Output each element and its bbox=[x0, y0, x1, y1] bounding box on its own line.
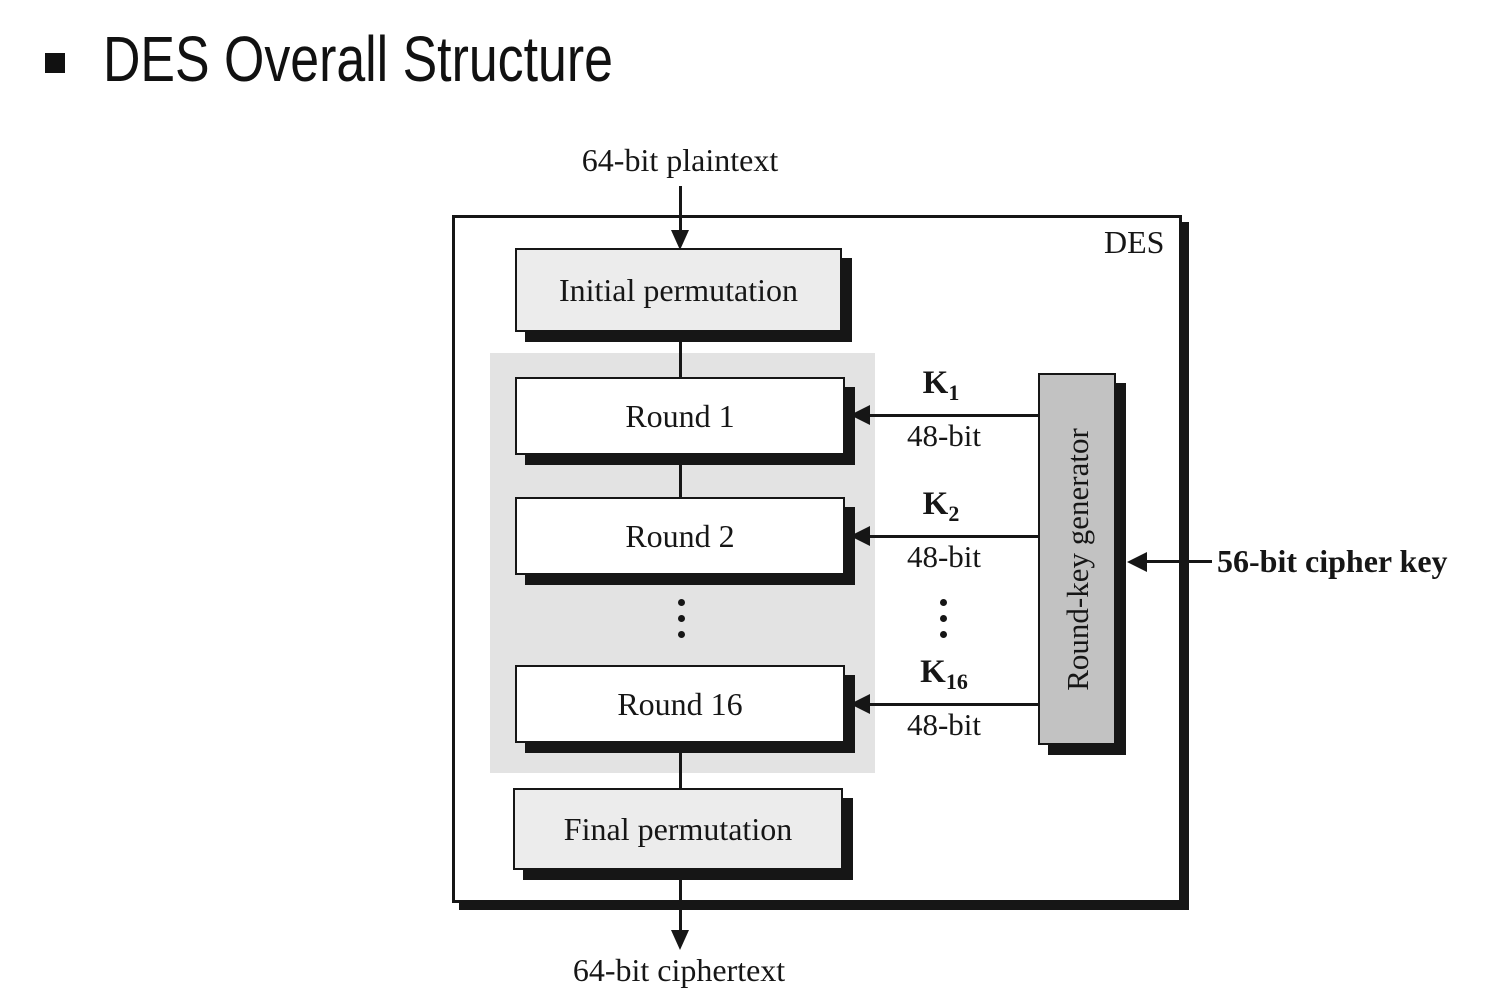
keys-ellipsis-icon bbox=[940, 599, 947, 638]
round-key-generator-label: Round-key generator bbox=[1059, 427, 1095, 691]
key-16-label: K16 bbox=[920, 654, 968, 694]
round-16-label: Round 16 bbox=[617, 686, 743, 722]
connector-round16-fp bbox=[679, 741, 682, 790]
key-1-size-label: 48-bit bbox=[906, 418, 982, 453]
plaintext-arrowhead-icon bbox=[671, 230, 689, 250]
page-title: DES Overall Structure bbox=[103, 23, 613, 95]
round-2-label: Round 2 bbox=[625, 518, 735, 554]
round-2-box: Round 2 bbox=[515, 497, 845, 575]
cipher-key-arrowhead-icon bbox=[1127, 552, 1147, 572]
des-box-label: DES bbox=[1104, 224, 1165, 260]
key-16-size-label: 48-bit bbox=[906, 707, 982, 742]
initial-permutation-label: Initial permutation bbox=[558, 272, 799, 308]
plaintext-label: 64-bit plaintext bbox=[581, 142, 779, 178]
initial-permutation-box: Initial permutation bbox=[515, 248, 842, 332]
round-1-box: Round 1 bbox=[515, 377, 845, 455]
key-2-size-label: 48-bit bbox=[906, 539, 982, 574]
ciphertext-arrowhead-icon bbox=[671, 930, 689, 950]
title-bullet-icon bbox=[45, 53, 65, 73]
rounds-ellipsis-icon bbox=[678, 599, 685, 638]
cipher-key-label: 56-bit cipher key bbox=[1217, 543, 1448, 579]
key-16-arrowhead-icon bbox=[850, 694, 870, 714]
plaintext-arrow-line bbox=[679, 186, 682, 232]
final-permutation-box: Final permutation bbox=[513, 788, 843, 870]
final-permutation-label: Final permutation bbox=[563, 811, 793, 847]
key-2-arrow-line bbox=[868, 535, 1038, 538]
ciphertext-label: 64-bit ciphertext bbox=[572, 952, 786, 988]
round-1-label: Round 1 bbox=[625, 398, 735, 434]
cipher-key-arrow-line bbox=[1145, 560, 1212, 563]
ciphertext-arrow-line bbox=[679, 868, 682, 930]
key-1-label: K1 bbox=[922, 365, 960, 405]
key-1-arrow-line bbox=[868, 414, 1038, 417]
key-2-label: K2 bbox=[922, 486, 960, 526]
key-16-arrow-line bbox=[868, 703, 1038, 706]
des-outer-box bbox=[452, 215, 1182, 903]
key-1-arrowhead-icon bbox=[850, 405, 870, 425]
connector-round1-round2 bbox=[679, 453, 682, 499]
connector-ip-round1 bbox=[679, 330, 682, 379]
round-16-box: Round 16 bbox=[515, 665, 845, 743]
round-key-generator-box: Round-key generator bbox=[1038, 373, 1116, 745]
key-2-arrowhead-icon bbox=[850, 526, 870, 546]
